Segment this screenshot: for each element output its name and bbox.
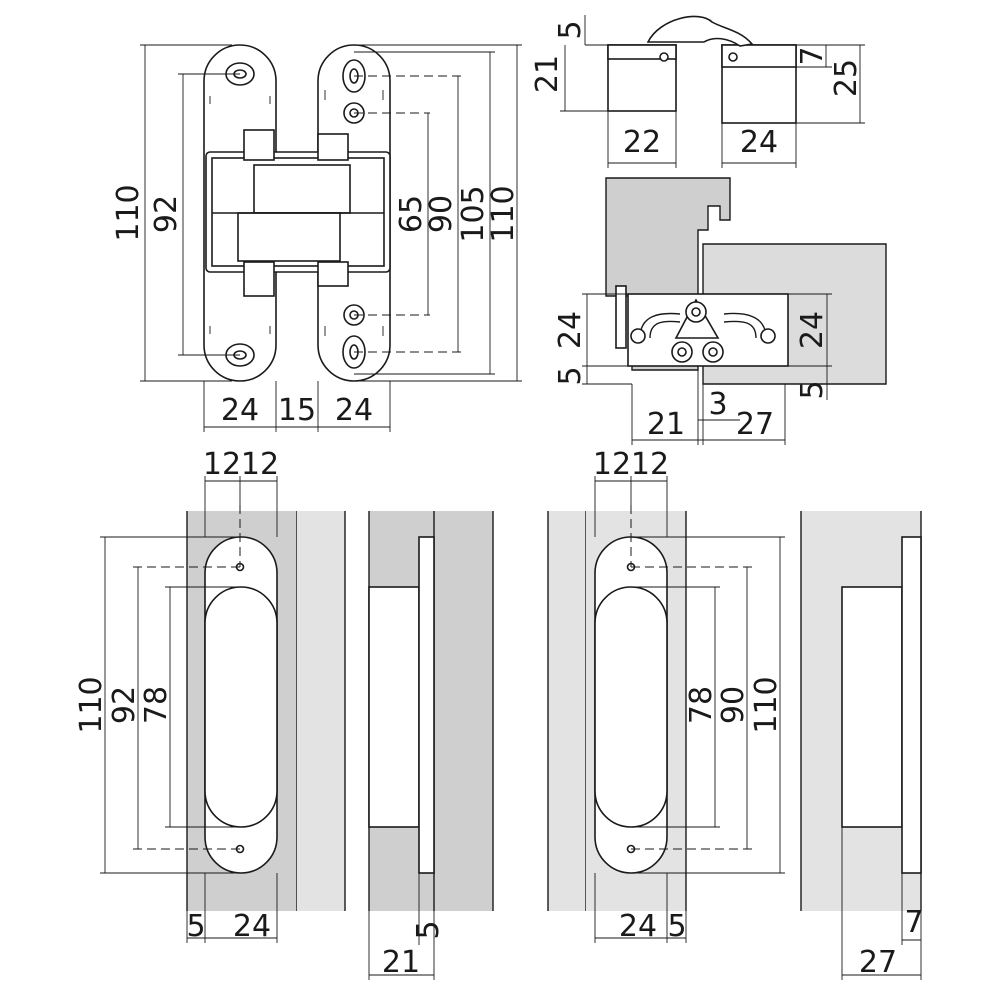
- dim-door-top-12-b: 12: [631, 447, 669, 482]
- dim-width-24-top: 24: [740, 125, 778, 160]
- dim-height-21: 21: [530, 55, 565, 93]
- dim-gap-5-left: 5: [553, 366, 588, 385]
- dim-side-5: 5: [411, 920, 446, 939]
- dim-height-110-left: 110: [111, 184, 146, 241]
- dim-width-24-right: 24: [335, 393, 373, 428]
- dim-depth-24-left: 24: [553, 311, 588, 349]
- frame-milling-view: 12 12 110 92 78 5 24 21 5: [74, 447, 494, 980]
- dim-door-slot-78: 78: [684, 686, 719, 724]
- door-milling-view: 12 12 78 90 110 24 5 27 7: [547, 447, 924, 980]
- installation-section-view: 24 24 5 5 21 3 27: [553, 177, 887, 445]
- dim-gap-5-right: 5: [795, 380, 830, 399]
- dim-offset-7: 7: [795, 46, 830, 65]
- dim-offset-5: 5: [553, 20, 588, 39]
- dim-door-top-12-a: 12: [593, 447, 631, 482]
- dim-top-12-b: 12: [241, 447, 279, 482]
- dim-top-12-a: 12: [203, 447, 241, 482]
- dim-door-height-110: 110: [749, 676, 784, 733]
- dim-height-110-right: 110: [486, 185, 521, 242]
- dim-width-27: 27: [736, 407, 774, 442]
- dim-depth-24-right: 24: [795, 311, 830, 349]
- dim-height-25: 25: [829, 59, 864, 97]
- dim-bottom-24: 24: [233, 909, 271, 944]
- dim-door-side-27: 27: [859, 945, 897, 980]
- frame-cutout-slot: [204, 586, 278, 828]
- dim-width-15: 15: [278, 393, 316, 428]
- dim-door-pitch-90: 90: [716, 686, 751, 724]
- dim-width-24-left: 24: [221, 393, 259, 428]
- door-cutout-slot: [594, 586, 668, 828]
- hinge-top-view: 5 21 7 25 22 24: [530, 15, 865, 168]
- dim-pitch-65: 65: [394, 195, 429, 233]
- dim-width-21: 21: [647, 407, 685, 442]
- dim-margin-5: 5: [186, 909, 205, 944]
- dim-pitch-92: 92: [149, 195, 184, 233]
- hinge-front-view: 110 92 65 90 105 110 24 15 24: [111, 44, 522, 432]
- dim-door-margin-5: 5: [667, 909, 686, 944]
- dim-pitch-90: 90: [424, 195, 459, 233]
- dim-width-3: 3: [708, 387, 727, 422]
- dim-side-21: 21: [382, 945, 420, 980]
- dim-door-bottom-24: 24: [619, 909, 657, 944]
- dim-slot-78: 78: [139, 686, 174, 724]
- dim-pitch-92-bottom: 92: [107, 686, 142, 724]
- dim-door-side-7: 7: [904, 905, 923, 940]
- dim-height-110: 110: [74, 676, 109, 733]
- dim-length-105: 105: [456, 185, 491, 242]
- dim-width-22: 22: [623, 125, 661, 160]
